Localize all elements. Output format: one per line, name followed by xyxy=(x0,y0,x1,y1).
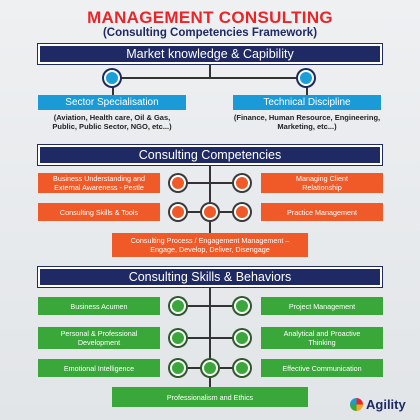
technical-discipline-label: Technical Discipline xyxy=(233,95,381,110)
skill-node xyxy=(170,360,186,376)
page-subtitle: (Consulting Competencies Framework) xyxy=(102,27,318,39)
skill-node xyxy=(234,360,250,376)
competency-node xyxy=(234,204,250,220)
competency-left-2: Consulting Skills & Tools xyxy=(38,203,160,221)
connector-line xyxy=(209,64,211,78)
competency-node xyxy=(170,175,186,191)
skill-left-2: Personal & Professional Development xyxy=(38,327,160,349)
page-title: MANAGEMENT CONSULTING xyxy=(87,8,333,27)
consulting-process-box: Consulting Process / Engagement Manageme… xyxy=(112,233,308,257)
sector-node xyxy=(104,70,120,86)
competency-node xyxy=(234,175,250,191)
sector-specialisation-text: (Aviation, Health care, Oil & Gas, Publi… xyxy=(52,113,172,132)
skill-right-3: Effective Communication xyxy=(261,359,383,377)
agility-logo-icon xyxy=(350,397,363,411)
skill-node xyxy=(234,330,250,346)
competency-right-1: Managing Client Relationship xyxy=(261,173,383,193)
connector-line xyxy=(186,337,234,339)
competency-node xyxy=(202,204,218,220)
agility-logo: Agility xyxy=(350,393,418,415)
competency-node xyxy=(170,204,186,220)
consulting-competencies-header: Consulting Competencies xyxy=(38,145,382,165)
skill-right-1: Project Management xyxy=(261,297,383,315)
connector-line xyxy=(112,77,114,97)
connector-line xyxy=(186,182,234,184)
skill-node xyxy=(170,330,186,346)
market-knowledge-header: Market knowledge & Capibility xyxy=(38,44,382,64)
competency-right-2: Practice Management xyxy=(261,203,383,221)
technical-discipline-text: (Finance, Human Resource, Engineering, M… xyxy=(233,113,381,132)
skill-node xyxy=(170,298,186,314)
sector-specialisation-label: Sector Specialisation xyxy=(38,95,186,110)
skills-behaviors-header: Consulting Skills & Behaviors xyxy=(38,267,382,287)
skill-left-1: Business Acumen xyxy=(38,297,160,315)
connector-line xyxy=(186,305,234,307)
agility-logo-text: Agility xyxy=(366,396,406,412)
connector-line xyxy=(209,165,211,235)
competency-left-1: Business Understanding and External Awar… xyxy=(38,173,160,193)
skill-node xyxy=(202,360,218,376)
skill-right-2: Analytical and Proactive Thinking xyxy=(261,327,383,349)
technical-node xyxy=(298,70,314,86)
connector-line xyxy=(306,77,308,97)
skill-left-3: Emotional Intelligence xyxy=(38,359,160,377)
skill-node xyxy=(234,298,250,314)
professionalism-box: Professionalism and Ethics xyxy=(112,387,308,407)
connector-line xyxy=(112,77,308,79)
